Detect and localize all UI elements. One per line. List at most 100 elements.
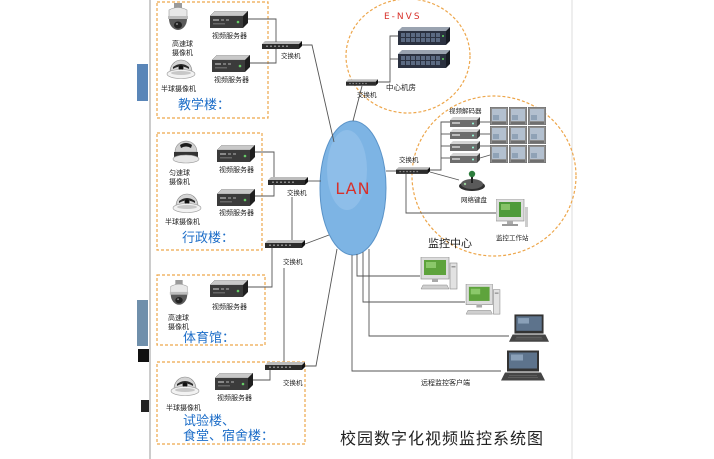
monitoring-center-border [411, 95, 577, 257]
building-teaching: 高速球 摄像机 视频服务器 半球摄像机 视频服务器 教学楼： 交换机 [156, 1, 335, 143]
camera-label: 摄像机 [172, 48, 193, 57]
rack-storage-server-icon [398, 50, 450, 68]
connection-line [248, 248, 273, 288]
connection-line [356, 254, 420, 277]
video-wall-monitor-icon [528, 107, 546, 125]
building-group-border [156, 274, 266, 346]
connection-line [479, 154, 491, 159]
video-wall [490, 107, 546, 163]
switch-label: 交换机 [357, 90, 377, 99]
remote-clients-label: 远程监控客户端 [421, 378, 470, 387]
building-label: 食堂、宿舍楼： [183, 428, 274, 444]
building-label: 试验楼、 [183, 413, 235, 429]
switch-icon [346, 79, 378, 86]
center-room-border [345, 0, 471, 114]
switch-icon [265, 362, 305, 370]
joystick-keyboard-icon [459, 170, 485, 191]
connection-line [255, 184, 275, 197]
switch-icon [265, 240, 305, 248]
switch-icon [268, 177, 308, 185]
workstation-label: 监控工作站 [496, 233, 529, 242]
video-wall-monitor-icon [528, 145, 546, 163]
video-wall-monitor-icon [509, 126, 527, 144]
video-wall-monitor-icon [490, 107, 508, 125]
connection-line [253, 370, 271, 381]
nvs-label: E-NVS [384, 12, 422, 22]
connection-line [362, 252, 465, 303]
speed-dome-camera-icon [167, 3, 189, 31]
camera-label: 摄像机 [169, 177, 190, 186]
switch-label: 交换机 [399, 155, 419, 164]
video-wall-monitor-icon [509, 107, 527, 125]
center-room-label: 中心机房 [386, 82, 416, 92]
server-label: 视频服务器 [214, 75, 249, 84]
server-label: 视频服务器 [219, 208, 254, 217]
laptop-icon [509, 314, 549, 343]
video-server-icon [210, 11, 248, 29]
lan-label: LAN [335, 179, 370, 198]
building-group-border [156, 132, 263, 251]
center-room: E-NVS 交换机 中心机房 [345, 0, 471, 122]
desktop-computer-icon [465, 284, 501, 315]
video-server-icon [212, 55, 250, 73]
camera-label: 匀速球 [169, 168, 190, 177]
building-label: 体育馆： [183, 330, 235, 346]
camera-label: 半球摄像机 [161, 84, 196, 93]
video-wall-monitor-icon [509, 145, 527, 163]
lan-highlight [327, 130, 367, 210]
video-decoder-icon [450, 129, 480, 139]
building-lab-canteen-dorm: 半球摄像机 视频服务器 试验楼、 食堂、宿舍楼： 交换机 [156, 248, 338, 445]
cropped-fragment [137, 300, 148, 346]
video-decoder-icon [450, 117, 480, 127]
lan-node: LAN [319, 120, 387, 256]
video-wall-monitor-icon [528, 126, 546, 144]
building-gymnasium: 高速球 摄像机 视频服务器 体育馆： 交换机 [156, 234, 330, 362]
cropped-fragment [141, 400, 149, 412]
server-label: 视频服务器 [217, 393, 252, 402]
remote-clients: 远程监控客户端 [351, 249, 549, 387]
connection-line [305, 248, 338, 367]
diagram-title: 校园数字化视频监控系统图 [340, 429, 544, 448]
connection-line [351, 255, 501, 372]
monitoring-center: 视频解码器 交换机 网络键盘 监控工作站 监控中心 [386, 95, 577, 257]
connection-line [352, 85, 363, 122]
camera-label: 半球摄像机 [166, 403, 201, 412]
decoder-label: 视频解码器 [449, 106, 482, 115]
video-server-icon [217, 145, 255, 163]
connection-line [368, 249, 509, 337]
switch-icon [262, 41, 302, 49]
connection-line [429, 171, 460, 181]
connection-line [248, 18, 277, 42]
server-label: 视频服务器 [219, 165, 254, 174]
camera-label: 高速球 [168, 313, 189, 322]
desktop-computer-icon [420, 257, 458, 290]
building-label: 教学楼： [178, 97, 230, 113]
server-label: 视频服务器 [212, 302, 247, 311]
connection-line [250, 49, 277, 64]
keyboard-label: 网络键盘 [461, 195, 488, 204]
switch-label: 交换机 [283, 257, 303, 266]
camera-label: 半球摄像机 [165, 217, 200, 226]
video-decoder-icon [450, 141, 480, 151]
switch-icon [396, 167, 430, 174]
video-server-icon [217, 189, 255, 207]
video-wall-monitor-icon [490, 126, 508, 144]
camera-label: 高速球 [172, 39, 193, 48]
switch-label: 交换机 [287, 188, 307, 197]
speed-dome-camera-icon [169, 280, 189, 306]
video-decoder-icon [450, 153, 480, 163]
building-administration: 匀速球 摄像机 视频服务器 半球摄像机 视频服务器 行政楼： 交换机 [156, 132, 321, 251]
monitoring-center-label: 监控中心 [428, 236, 472, 250]
camera-label: 摄像机 [168, 322, 189, 331]
connection-line [255, 151, 275, 177]
switch-label: 交换机 [283, 378, 303, 387]
laptop-icon [501, 350, 545, 381]
building-label: 行政楼： [182, 231, 234, 246]
connection-line [405, 174, 496, 214]
video-wall-monitor-icon [490, 145, 508, 163]
connection-line [304, 234, 330, 245]
half-dome-camera-icon [166, 59, 196, 79]
workstation-icon [496, 199, 528, 228]
rack-storage-server-icon [398, 27, 450, 45]
